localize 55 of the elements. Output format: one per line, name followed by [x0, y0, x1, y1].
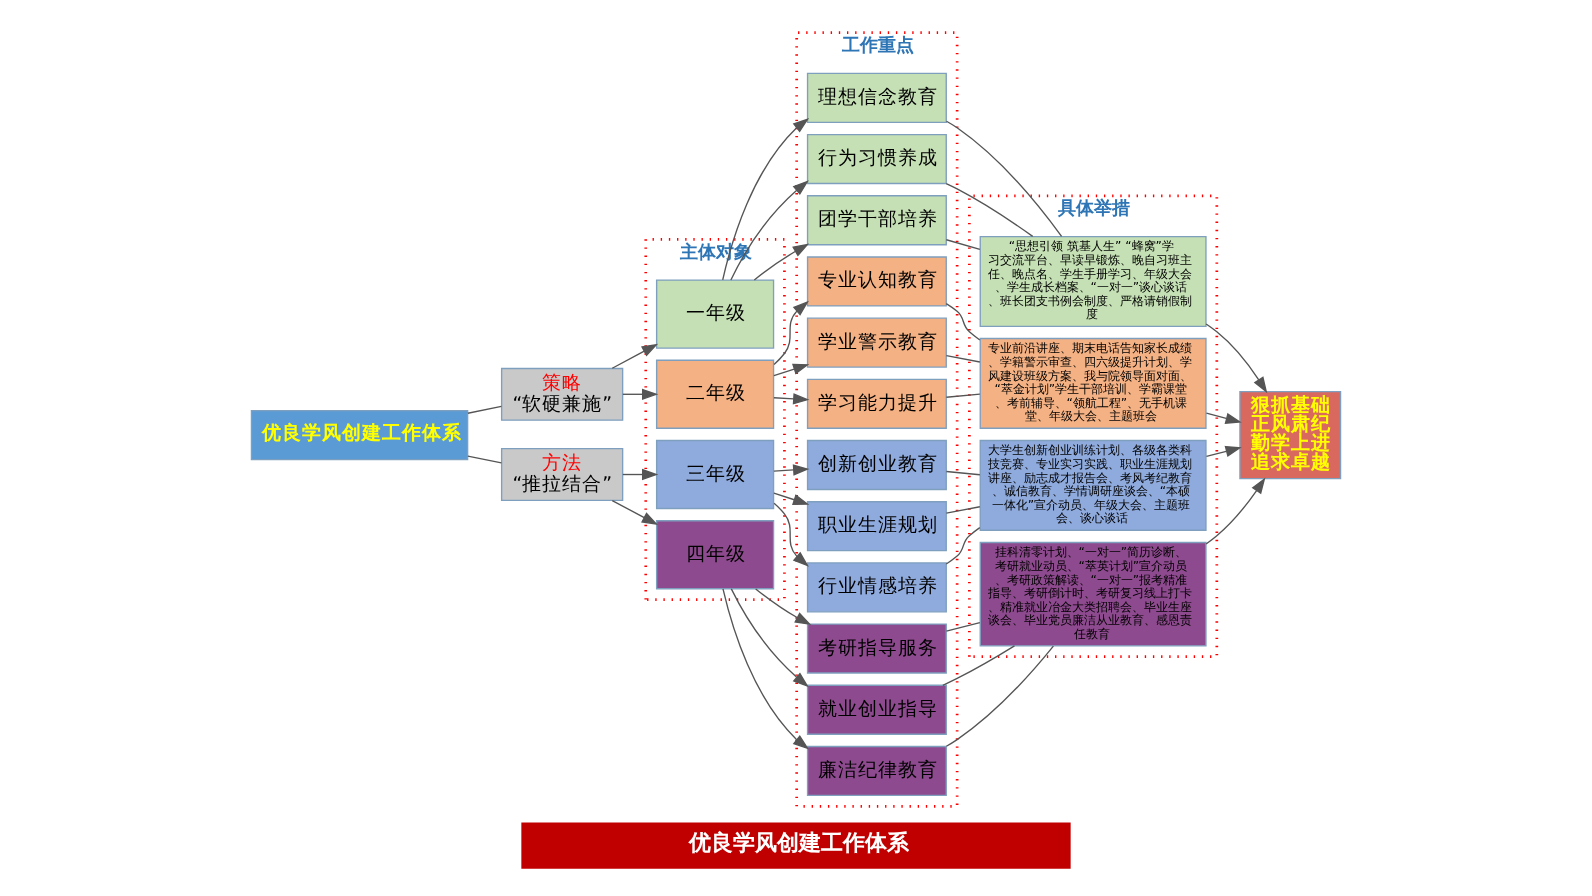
connector [945, 393, 981, 398]
connector [945, 302, 981, 341]
arrow [773, 464, 810, 476]
connector [945, 622, 981, 632]
node-box: 考研指导服务 [806, 623, 947, 674]
arrow [622, 388, 659, 400]
node-box: 职业生涯规划 [806, 501, 947, 552]
node-box: 二年级 [655, 359, 775, 429]
connector [945, 506, 981, 514]
arrow [611, 499, 659, 526]
arrow [773, 393, 810, 405]
arrow [773, 300, 809, 366]
arrow [730, 588, 809, 688]
arrow [773, 502, 809, 567]
arrow [730, 180, 809, 281]
node-box: 理想信念教育 [806, 72, 947, 124]
node-box: 学习能力提升 [806, 378, 947, 429]
arrow [622, 468, 659, 481]
arrow [1205, 323, 1268, 394]
arrow [722, 118, 810, 281]
connector [945, 239, 981, 251]
node-box: 狠抓基础 正风肃纪 勤学上进 追求卓越 [1239, 390, 1342, 480]
node-box: 四年级 [655, 520, 775, 590]
node-box: 优良学风创建工作体系 [250, 409, 469, 461]
arrow [773, 492, 810, 506]
arrow [1205, 445, 1242, 458]
node-box: 团学干部培养 [806, 195, 947, 246]
connector [942, 645, 1016, 686]
arrow [722, 588, 810, 750]
node-box: 行为习惯养成 [806, 133, 947, 185]
node-box: 创新创业教育 [806, 439, 947, 491]
connector [945, 120, 1063, 238]
connector [467, 455, 503, 464]
node-box: 专业认知教育 [806, 256, 947, 307]
connector [945, 354, 981, 363]
connector [945, 182, 1034, 238]
node-box: 就业创业指导 [806, 684, 947, 735]
arrow [611, 343, 659, 369]
node-box: 学业警示教育 [806, 317, 947, 368]
arrow [1205, 412, 1242, 424]
arrow [773, 363, 810, 377]
connector [945, 470, 981, 476]
arrow [753, 243, 810, 281]
node-box: 三年级 [655, 439, 775, 510]
arrow [1205, 477, 1266, 545]
node-box: 策略 “软硬兼施” [500, 367, 624, 421]
connector [945, 526, 981, 565]
node-box: 行业情感培养 [806, 562, 947, 613]
caption: 优良学风创建工作体系 [688, 829, 909, 856]
node-box: 方法 “推拉结合” [500, 448, 624, 502]
node-box: 一年级 [655, 279, 775, 349]
connector [467, 405, 503, 414]
arrow [755, 588, 812, 625]
connector [945, 645, 1055, 747]
node-box: 廉洁纪律教育 [806, 745, 947, 797]
